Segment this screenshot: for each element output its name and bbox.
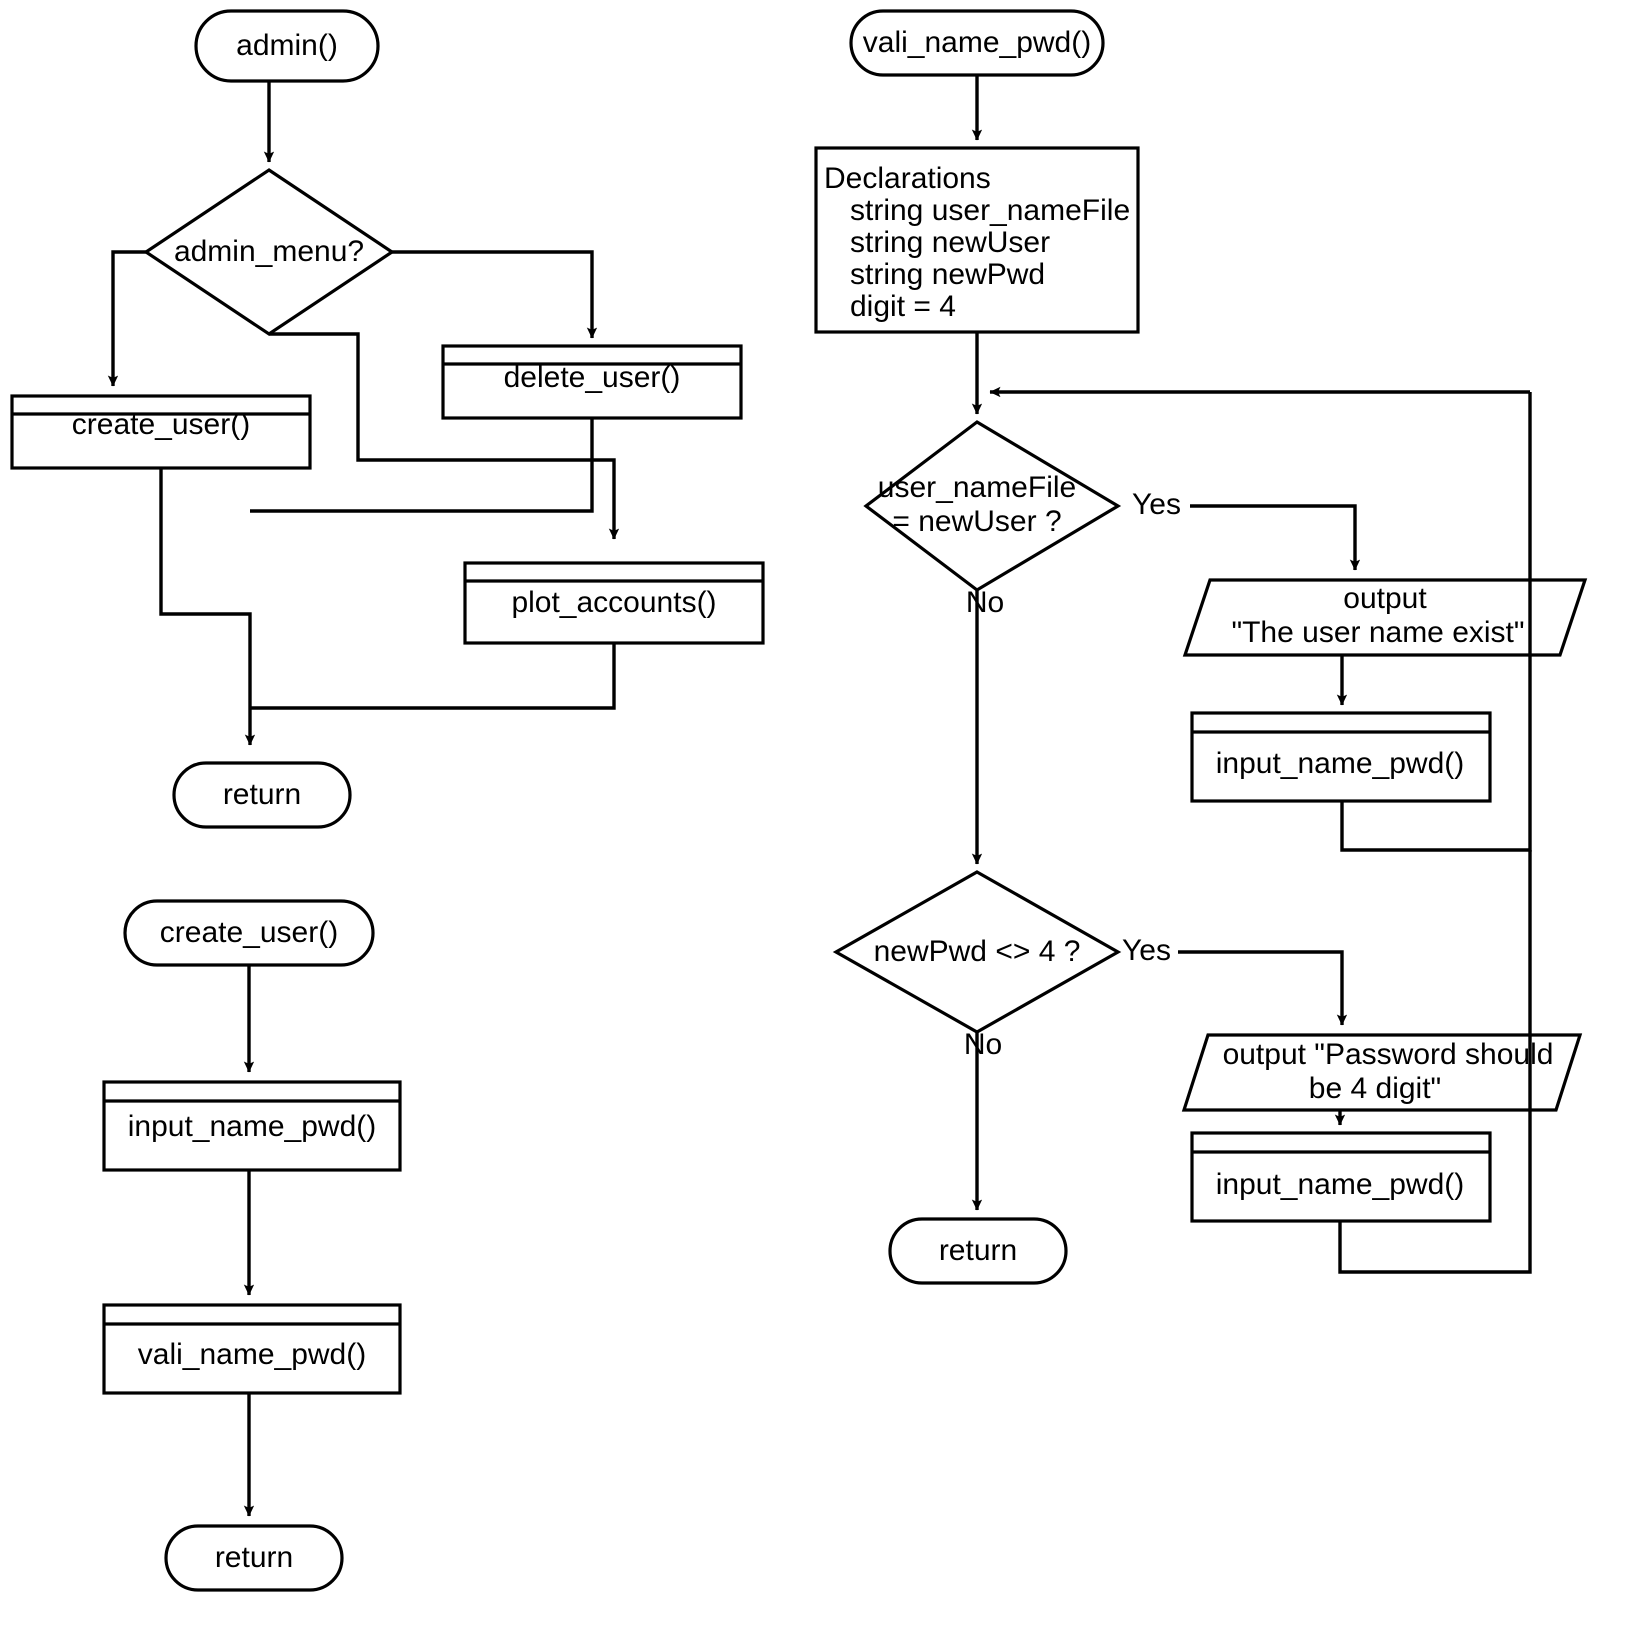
node-admin-return[interactable]: return bbox=[172, 761, 352, 829]
node-username-decision-line2: = newUser ? bbox=[892, 505, 1061, 538]
node-delete-user-label: delete_user() bbox=[504, 361, 681, 394]
edge-username-yes-to-output bbox=[1190, 504, 1361, 571]
create-user-chart-group: create_user() input_name_pwd() vali_name… bbox=[102, 899, 402, 1592]
node-output-user-exists-line1: output bbox=[1343, 582, 1427, 615]
node-output-password-line1: output "Password should bbox=[1223, 1038, 1554, 1071]
node-cu-vali-name-pwd[interactable]: vali_name_pwd() bbox=[102, 1303, 402, 1395]
edge-menu-to-delete-user bbox=[392, 250, 598, 339]
node-create-user-return-label: return bbox=[215, 1541, 293, 1574]
node-vali-start[interactable]: vali_name_pwd() bbox=[849, 9, 1105, 77]
declarations-heading: Declarations bbox=[824, 162, 991, 195]
node-create-user-start-label: create_user() bbox=[160, 916, 338, 949]
node-input-name-pwd-2-label: input_name_pwd() bbox=[1216, 1168, 1464, 1201]
node-vali-return-label: return bbox=[939, 1234, 1017, 1267]
node-password-decision[interactable]: newPwd <> 4 ? bbox=[832, 870, 1122, 1034]
declarations-line-1: string user_nameFile bbox=[850, 194, 1130, 227]
label-password-yes: Yes bbox=[1122, 934, 1171, 967]
node-cu-input-name-pwd-label: input_name_pwd() bbox=[128, 1110, 376, 1143]
node-create-user-process[interactable]: create_user() bbox=[10, 394, 312, 470]
label-username-yes: Yes bbox=[1132, 488, 1181, 521]
edge-password-yes-to-output bbox=[1178, 950, 1348, 1026]
edge-menu-to-create-user bbox=[107, 250, 146, 387]
label-password-no: No bbox=[964, 1028, 1002, 1061]
node-admin-menu-label: admin_menu? bbox=[174, 235, 364, 268]
node-delete-user-process[interactable]: delete_user() bbox=[441, 344, 743, 420]
node-input-name-pwd-1-label: input_name_pwd() bbox=[1216, 747, 1464, 780]
edge-loopback-rail-bottom bbox=[1338, 850, 1532, 1274]
label-username-no: No bbox=[966, 586, 1004, 619]
node-create-user-label: create_user() bbox=[72, 408, 250, 441]
node-input-name-pwd-after-user-exists[interactable]: input_name_pwd() bbox=[1190, 711, 1492, 803]
node-username-decision[interactable]: user_nameFile = newUser ? bbox=[863, 420, 1122, 592]
declarations-line-2: string newUser bbox=[850, 226, 1050, 259]
node-create-user-return[interactable]: return bbox=[164, 1524, 344, 1592]
node-vali-start-label: vali_name_pwd() bbox=[863, 26, 1091, 59]
node-declarations[interactable]: Declarations string user_nameFile string… bbox=[814, 146, 1140, 334]
node-admin-start-label: admin() bbox=[236, 29, 338, 62]
node-admin-menu-decision[interactable]: admin_menu? bbox=[143, 168, 395, 336]
edge-delete-user-to-merge bbox=[250, 418, 594, 513]
node-plot-accounts-label: plot_accounts() bbox=[511, 586, 716, 619]
node-create-user-start[interactable]: create_user() bbox=[123, 899, 375, 967]
node-admin-return-label: return bbox=[223, 778, 301, 811]
node-input-name-pwd-after-password-error[interactable]: input_name_pwd() bbox=[1190, 1131, 1492, 1223]
edge-create-user-to-return bbox=[159, 468, 256, 746]
edge-menu-to-plot-accounts bbox=[269, 332, 620, 540]
node-admin-start[interactable]: admin() bbox=[194, 9, 380, 83]
node-cu-input-name-pwd[interactable]: input_name_pwd() bbox=[102, 1080, 402, 1172]
node-output-user-exists[interactable]: output "The user name exist" bbox=[1182, 578, 1588, 657]
node-cu-vali-name-pwd-label: vali_name_pwd() bbox=[138, 1338, 366, 1371]
node-output-user-exists-line2: "The user name exist" bbox=[1231, 616, 1524, 649]
edge-loopback-rail-top bbox=[1340, 392, 1532, 852]
node-password-decision-label: newPwd <> 4 ? bbox=[874, 935, 1081, 968]
node-username-decision-line1: user_nameFile bbox=[878, 471, 1076, 504]
node-output-password-line2: be 4 digit" bbox=[1309, 1072, 1441, 1105]
declarations-line-4: digit = 4 bbox=[850, 290, 956, 323]
vali-name-pwd-chart-group: vali_name_pwd() Declarations string user… bbox=[814, 9, 1588, 1285]
declarations-line-3: string newPwd bbox=[850, 258, 1045, 291]
admin-chart-group: admin() admin_menu? create_user() bbox=[10, 9, 765, 829]
node-plot-accounts-process[interactable]: plot_accounts() bbox=[463, 561, 765, 645]
edge-plot-accounts-to-merge bbox=[250, 643, 616, 710]
node-vali-return[interactable]: return bbox=[888, 1217, 1068, 1285]
node-output-password-digits[interactable]: output "Password should be 4 digit" bbox=[1181, 1033, 1583, 1112]
